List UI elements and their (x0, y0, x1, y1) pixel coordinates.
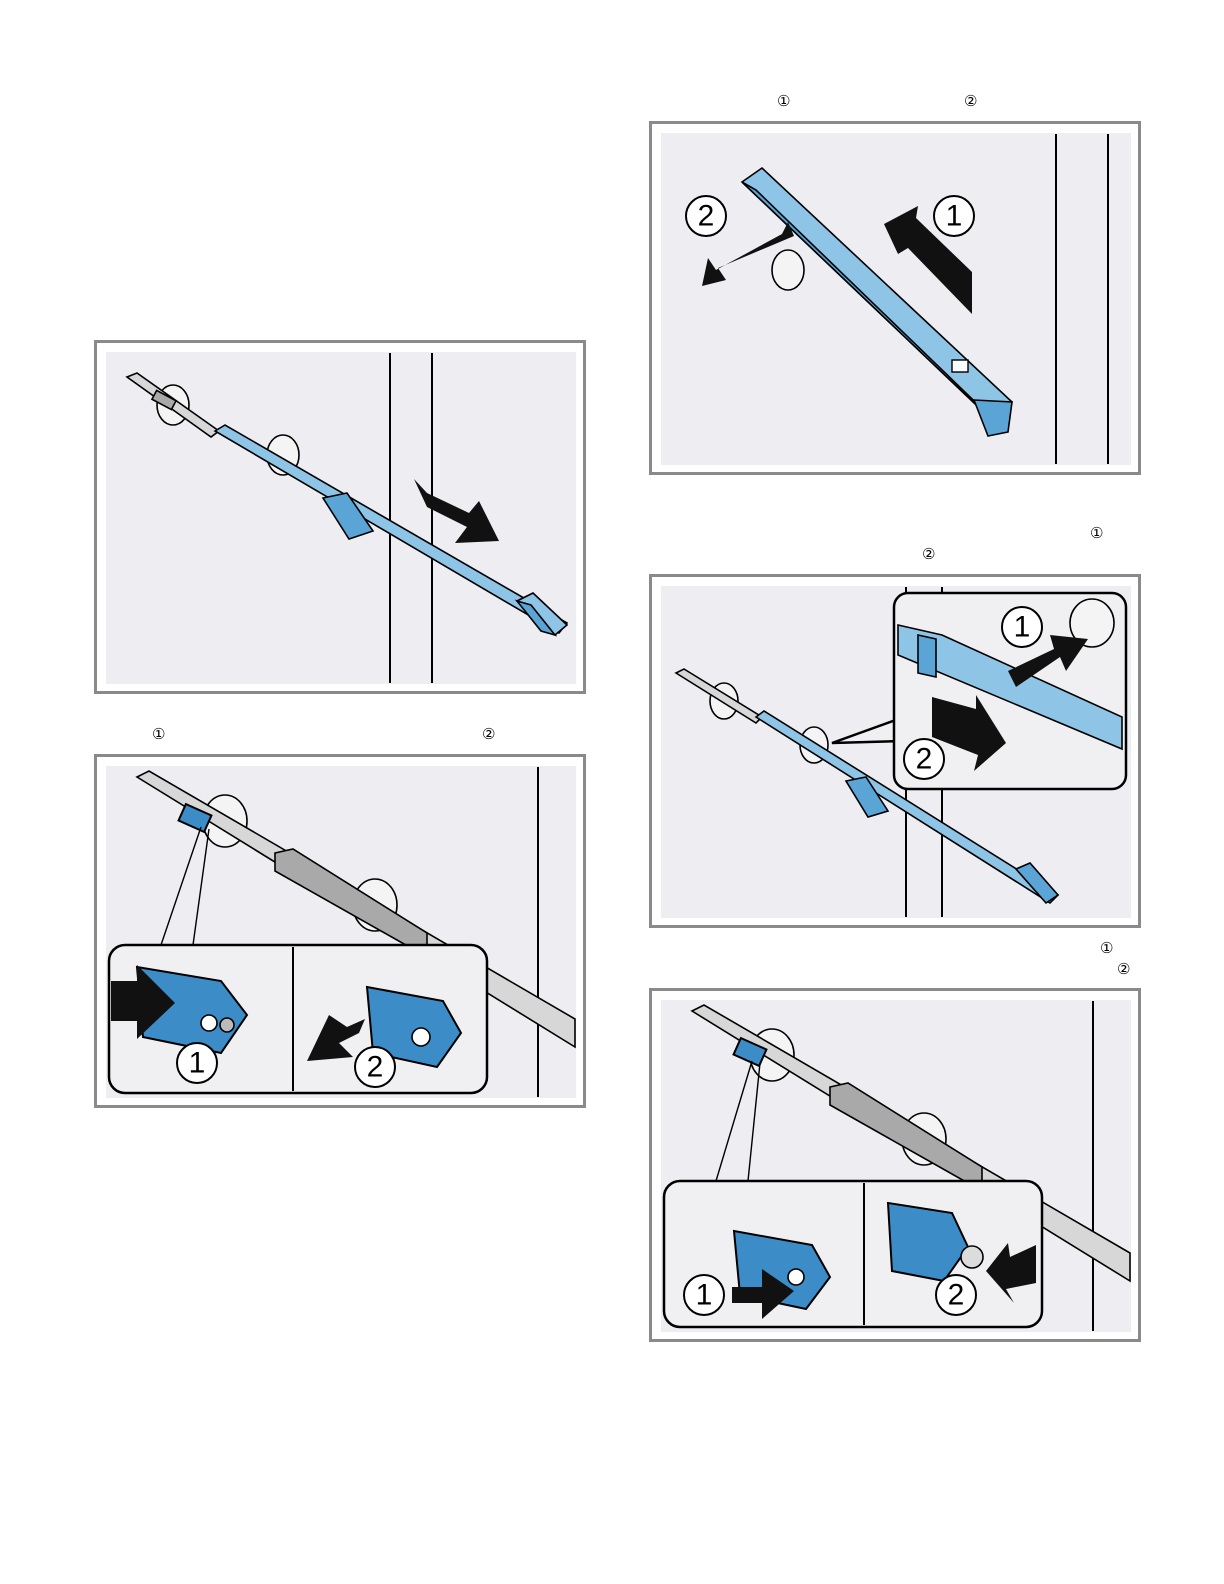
callout-badge: 1 (684, 1275, 724, 1315)
step-marker-1: ① (777, 93, 790, 109)
illustration-attach-slide: 1 2 (652, 577, 1138, 925)
svg-text:1: 1 (1014, 611, 1031, 644)
svg-text:2: 2 (698, 200, 715, 233)
figure-release-catch: 1 2 (94, 754, 586, 1108)
step-marker-2: ② (922, 546, 935, 562)
step-marker-1: ① (1100, 940, 1113, 956)
svg-text:1: 1 (946, 200, 963, 233)
callout-badge: 2 (936, 1275, 976, 1315)
callout-badge: 1 (934, 196, 974, 236)
illustration-remove-slide: 2 1 (652, 124, 1138, 472)
step-marker-2: ② (482, 726, 495, 742)
svg-text:2: 2 (367, 1051, 384, 1084)
step-marker-2: ② (1117, 961, 1130, 977)
figure-attach-slide: 1 2 (649, 574, 1141, 928)
svg-text:2: 2 (916, 743, 933, 776)
figure-pull-rail (94, 340, 586, 694)
step-marker-2: ② (964, 93, 977, 109)
roller-icon (772, 250, 804, 290)
callout-badge: 2 (686, 196, 726, 236)
step-marker-1: ① (152, 726, 165, 742)
figure-lock-catch: 1 2 (649, 988, 1141, 1342)
step-marker-1: ① (1090, 525, 1103, 541)
callout-badge: 1 (177, 1043, 217, 1083)
callout-badge: 2 (904, 739, 944, 779)
svg-text:1: 1 (696, 1279, 713, 1312)
svg-text:1: 1 (189, 1047, 206, 1080)
figure-remove-slide: 2 1 (649, 121, 1141, 475)
callout-badge: 2 (355, 1047, 395, 1087)
svg-text:2: 2 (948, 1279, 965, 1312)
callout-badge: 1 (1002, 607, 1042, 647)
illustration-lock-catch: 1 2 (652, 991, 1138, 1339)
illustration-release-catch: 1 2 (97, 757, 583, 1105)
illustration-pull-rail (97, 343, 583, 691)
